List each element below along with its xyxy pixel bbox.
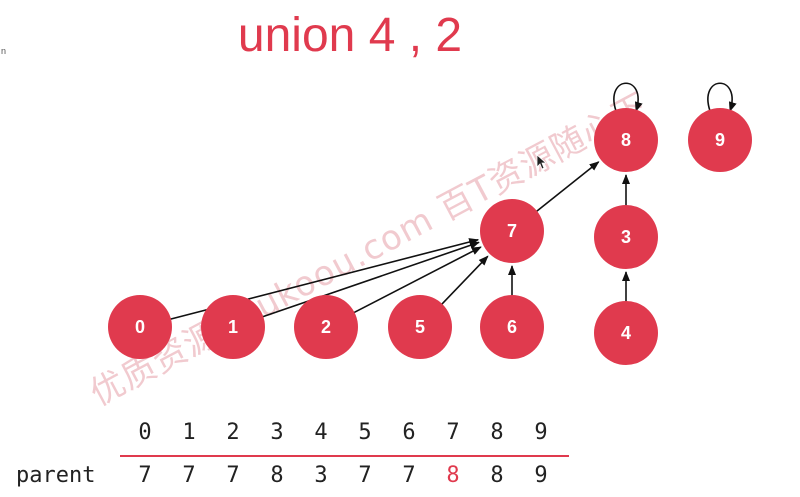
node-8-label: 8 — [621, 130, 631, 150]
page-title: union 4 , 2 — [237, 9, 463, 62]
parent-row-label: parent — [16, 463, 96, 488]
node-9-circle — [688, 108, 752, 172]
node-4-label: 4 — [621, 323, 631, 343]
node-6-circle — [480, 295, 544, 359]
edge-1-to-7 — [257, 241, 480, 320]
corner-mark: n — [1, 46, 7, 56]
node-2: 2 — [294, 295, 358, 359]
node-9-label: 9 — [715, 130, 725, 150]
parent-cell-9: 9 — [534, 463, 548, 488]
node-6: 6 — [480, 295, 544, 359]
node-8-circle — [594, 108, 658, 172]
index-cell-9: 9 — [534, 420, 548, 445]
node-0-label: 0 — [135, 317, 145, 337]
index-cell-8: 8 — [490, 420, 504, 445]
node-3: 3 — [594, 205, 658, 269]
index-cell-7: 7 — [446, 420, 460, 445]
parent-cell-5: 7 — [358, 463, 372, 488]
node-7-label: 7 — [507, 221, 517, 241]
node-2-circle — [294, 295, 358, 359]
parent-cell-4: 3 — [314, 463, 328, 488]
parent-cell-3: 8 — [270, 463, 284, 488]
parent-cell-8: 8 — [490, 463, 504, 488]
table-divider — [120, 455, 569, 457]
edge-9-self-loop — [707, 82, 737, 112]
index-cell-6: 6 — [402, 420, 416, 445]
node-4: 4 — [594, 301, 658, 365]
edges-layer — [164, 82, 737, 322]
union-find-diagram: 0 1 2 5 6 7 3 4 8 9 — [108, 82, 752, 365]
node-3-circle — [594, 205, 658, 269]
node-3-label: 3 — [621, 227, 631, 247]
node-4-circle — [594, 301, 658, 365]
parent-cell-7: 8 — [446, 463, 460, 488]
edge-5-to-7 — [437, 255, 489, 309]
node-5-circle — [388, 295, 452, 359]
node-8: 8 — [594, 108, 658, 172]
node-7: 7 — [480, 199, 544, 263]
index-cell-5: 5 — [358, 420, 372, 445]
nodes-layer: 0 1 2 5 6 7 3 4 8 9 — [108, 108, 752, 365]
index-cell-3: 3 — [270, 420, 284, 445]
node-0-circle — [108, 295, 172, 359]
node-1-circle — [201, 295, 265, 359]
node-2-label: 2 — [321, 317, 331, 337]
node-5: 5 — [388, 295, 452, 359]
index-cell-0: 0 — [138, 420, 152, 445]
node-0: 0 — [108, 295, 172, 359]
parent-row: parent 7 7 7 8 3 7 7 8 8 9 — [0, 463, 800, 493]
node-1-label: 1 — [228, 317, 238, 337]
node-1: 1 — [201, 295, 265, 359]
parent-cell-1: 7 — [182, 463, 196, 488]
parent-cell-6: 7 — [402, 463, 416, 488]
edge-7-to-8 — [531, 161, 600, 216]
index-cell-2: 2 — [226, 420, 240, 445]
node-6-label: 6 — [507, 317, 517, 337]
mouse-cursor-icon — [536, 154, 548, 170]
index-cell-4: 4 — [314, 420, 328, 445]
node-7-circle — [480, 199, 544, 263]
node-5-label: 5 — [415, 317, 425, 337]
index-row: 0 1 2 3 4 5 6 7 8 9 — [0, 420, 800, 450]
edge-2-to-7 — [348, 246, 482, 316]
parent-cell-0: 7 — [138, 463, 152, 488]
edge-8-self-loop — [613, 82, 643, 112]
index-cell-1: 1 — [182, 420, 196, 445]
node-9: 9 — [688, 108, 752, 172]
parent-cell-2: 7 — [226, 463, 240, 488]
